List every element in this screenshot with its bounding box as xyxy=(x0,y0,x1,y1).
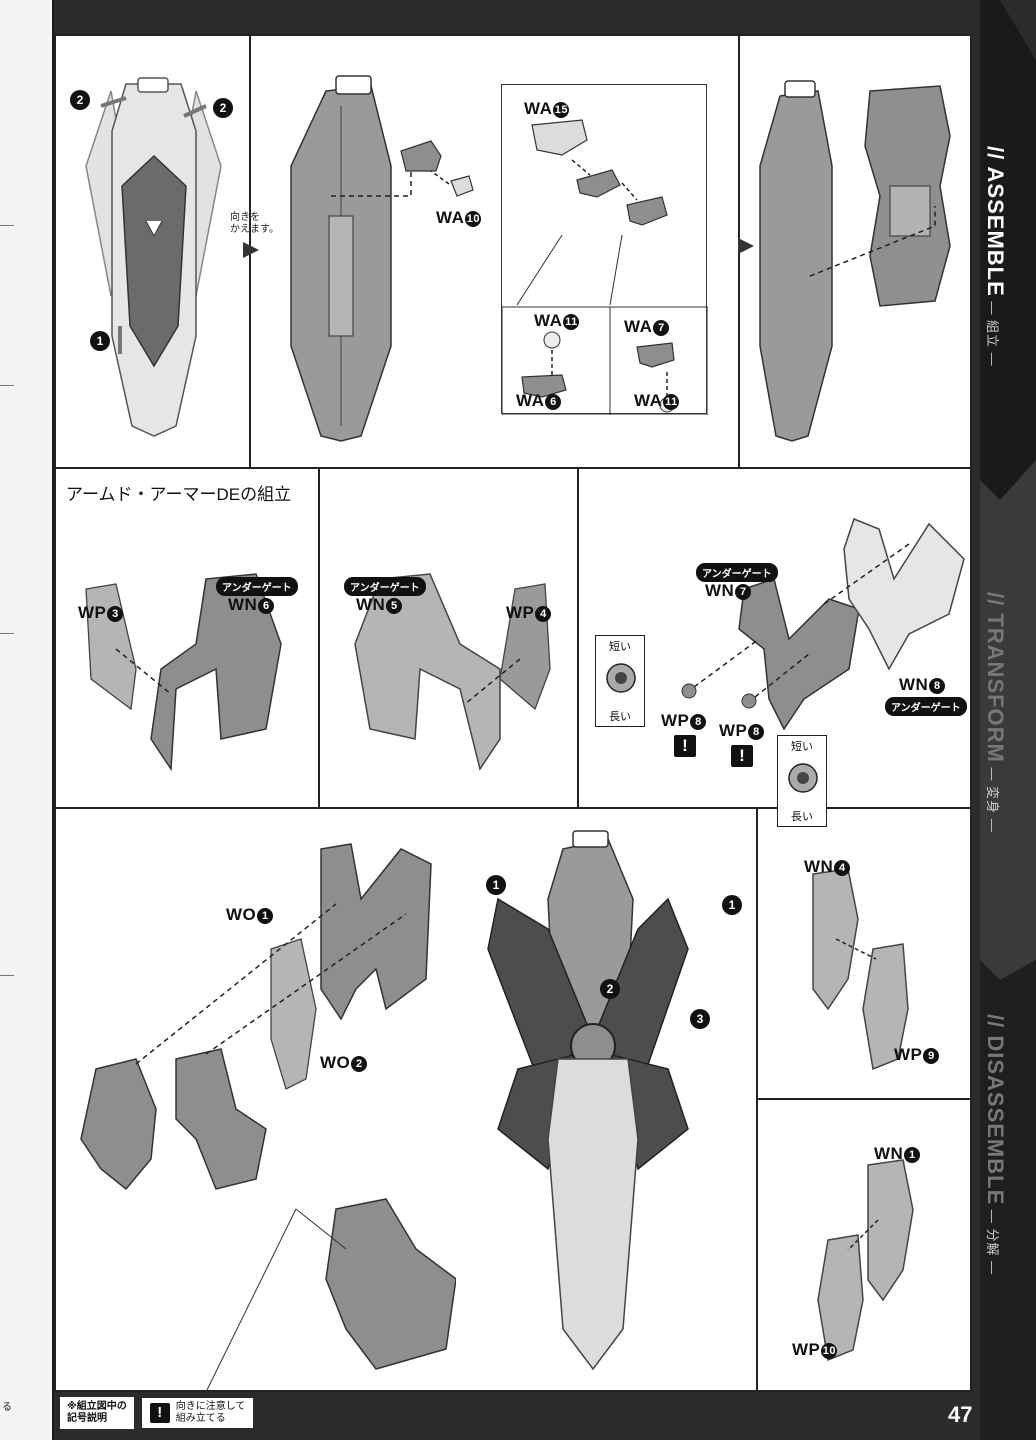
legend-title: ※組立図中の 記号説明 xyxy=(60,1397,134,1429)
short-side-label: 短い xyxy=(791,741,813,753)
under-gate-tag: アンダーゲート xyxy=(344,577,426,596)
wo-assembly-illustration xyxy=(80,843,456,1392)
wn7-illustration xyxy=(681,518,965,731)
long-side-label: 長い xyxy=(609,711,631,723)
facing-page-edge: る xyxy=(0,0,54,1440)
orientation-warning-icon: ! xyxy=(149,1403,170,1423)
wn1-illustration xyxy=(817,1159,914,1362)
shield-attach-illustration xyxy=(759,80,951,442)
washer-diagram xyxy=(788,763,818,793)
row-divider xyxy=(56,807,970,809)
edge-tick xyxy=(0,975,14,976)
panel-shield-open: 2 2 1 xyxy=(56,36,249,467)
shield-combine-illustration xyxy=(487,830,689,1371)
col-divider xyxy=(318,467,320,807)
tab-transform[interactable]: // TRANSFORM — 変身 — xyxy=(983,592,1008,833)
step-number: 2 xyxy=(213,98,233,118)
chapter-sidebar: // ASSEMBLE — 組立 — // TRANSFORM — 変身 — /… xyxy=(980,0,1036,1440)
row-divider xyxy=(756,1098,970,1100)
long-side-label: 長い xyxy=(791,811,813,823)
panel-shield-combine: 1 1 2 3 xyxy=(458,809,756,1392)
tab-assemble[interactable]: // ASSEMBLE — 組立 — xyxy=(983,146,1008,367)
subassembly-illustration xyxy=(502,119,708,415)
orientation-warning-icon: ! xyxy=(731,745,753,767)
edge-tick xyxy=(0,225,14,226)
step-number: 2 xyxy=(70,90,90,110)
wn4-illustration xyxy=(812,868,909,1071)
measure-box: 短い 長い xyxy=(595,635,645,727)
wn5-illustration xyxy=(354,573,551,771)
edge-fragment-text: る xyxy=(2,1402,12,1413)
step-number: 3 xyxy=(690,1009,710,1029)
under-gate-tag: アンダーゲート xyxy=(216,577,298,596)
legend-warning-entry: ! 向きに注意して 組み立てる xyxy=(141,1398,254,1428)
step-number: 2 xyxy=(600,979,620,999)
section-title: アームド・アーマーDEの組立 xyxy=(66,485,292,504)
measure-box: 短い 長い xyxy=(777,735,827,827)
tab-disassemble[interactable]: // DISASSEMBLE — 分解 — xyxy=(983,1014,1008,1276)
panel-shield-attach xyxy=(740,36,970,467)
step-number: 1 xyxy=(90,331,110,351)
edge-tick xyxy=(0,633,14,634)
symbol-legend: ※組立図中の 記号説明 ! 向きに注意して 組み立てる xyxy=(60,1396,254,1430)
next-arrow-icon xyxy=(243,242,259,258)
step-number: 1 xyxy=(486,875,506,895)
turn-note: 向きを かえます。 xyxy=(230,212,279,235)
col-divider xyxy=(577,467,579,807)
next-arrow-icon xyxy=(738,238,754,254)
edge-tick xyxy=(0,385,14,386)
short-side-label: 短い xyxy=(609,641,631,653)
wn6-illustration xyxy=(85,573,282,772)
step-number: 1 xyxy=(722,895,742,915)
orientation-warning-icon: ! xyxy=(674,735,696,757)
row-divider xyxy=(56,467,970,469)
legend-warning-text: 向きに注意して 組み立てる xyxy=(175,1401,246,1424)
page-number: 47 xyxy=(948,1402,973,1427)
washer-diagram xyxy=(606,663,636,693)
sidebar-background xyxy=(980,0,1036,1440)
shield-back-illustration xyxy=(290,75,474,442)
shield-open-illustration xyxy=(85,77,222,437)
under-gate-tag: アンダーゲート xyxy=(885,697,967,716)
under-gate-tag: アンダーゲート xyxy=(696,563,778,582)
